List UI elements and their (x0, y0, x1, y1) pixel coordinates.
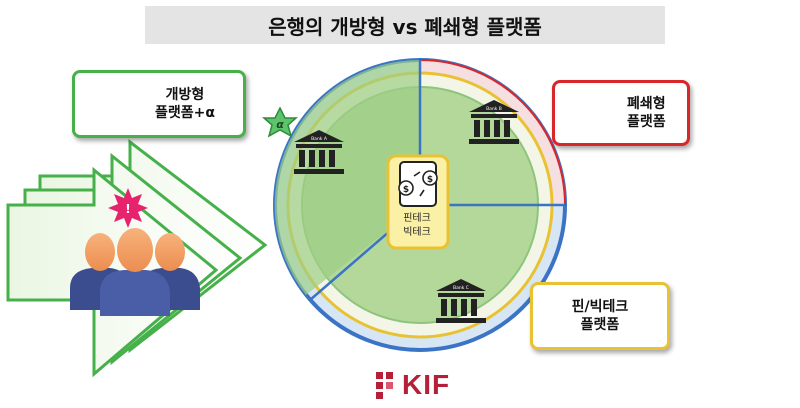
kif-logo: KIF (374, 369, 451, 400)
open-platform-label-2: 플랫폼+α (155, 105, 215, 121)
bank-c-icon: Bank C (436, 279, 486, 323)
fintech-platform-label-1: 핀/빅테크 (571, 298, 629, 315)
kif-logo-text: KIF (402, 369, 451, 400)
closed-platform-label-2: 플랫폼 (627, 114, 666, 130)
customers-icon (70, 228, 200, 316)
fintech-center-label: 핀테크 빅테크 (403, 213, 431, 238)
closed-platform-label-1: 폐쇄형 (627, 95, 666, 112)
fintech-platform-callout: 핀/빅테크 플랫폼 (530, 282, 670, 350)
alert-burst-icon: ! (108, 188, 148, 228)
coin-icon (398, 180, 414, 196)
bank-a-sector (274, 59, 420, 295)
open-platform-label-1: 개방형 (165, 86, 205, 103)
svg-text:Bank C: Bank C (453, 285, 469, 291)
kif-logo-mark (376, 372, 393, 399)
coin-icon (422, 170, 438, 186)
svg-text:$: $ (403, 185, 409, 195)
svg-text:Bank B: Bank B (486, 106, 502, 112)
bank-a-icon: Bank A (294, 130, 344, 174)
fintech-center-box: $ $ (386, 154, 450, 250)
closed-platform-callout: 폐쇄형 플랫폼 (552, 80, 690, 146)
svg-text:$: $ (427, 175, 433, 185)
fintech-platform-label-2: 플랫폼 (580, 317, 620, 333)
open-platform-callout: 개방형 플랫폼+α (72, 70, 246, 138)
bank-b-icon: Bank B (469, 100, 519, 144)
alpha-star-icon: α (262, 106, 298, 138)
svg-text:α: α (276, 118, 284, 131)
svg-text:Bank A: Bank A (311, 136, 328, 142)
page-title: 은행의 개방형 vs 폐쇄형 플랫폼 (145, 6, 665, 44)
svg-text:!: ! (125, 202, 130, 216)
